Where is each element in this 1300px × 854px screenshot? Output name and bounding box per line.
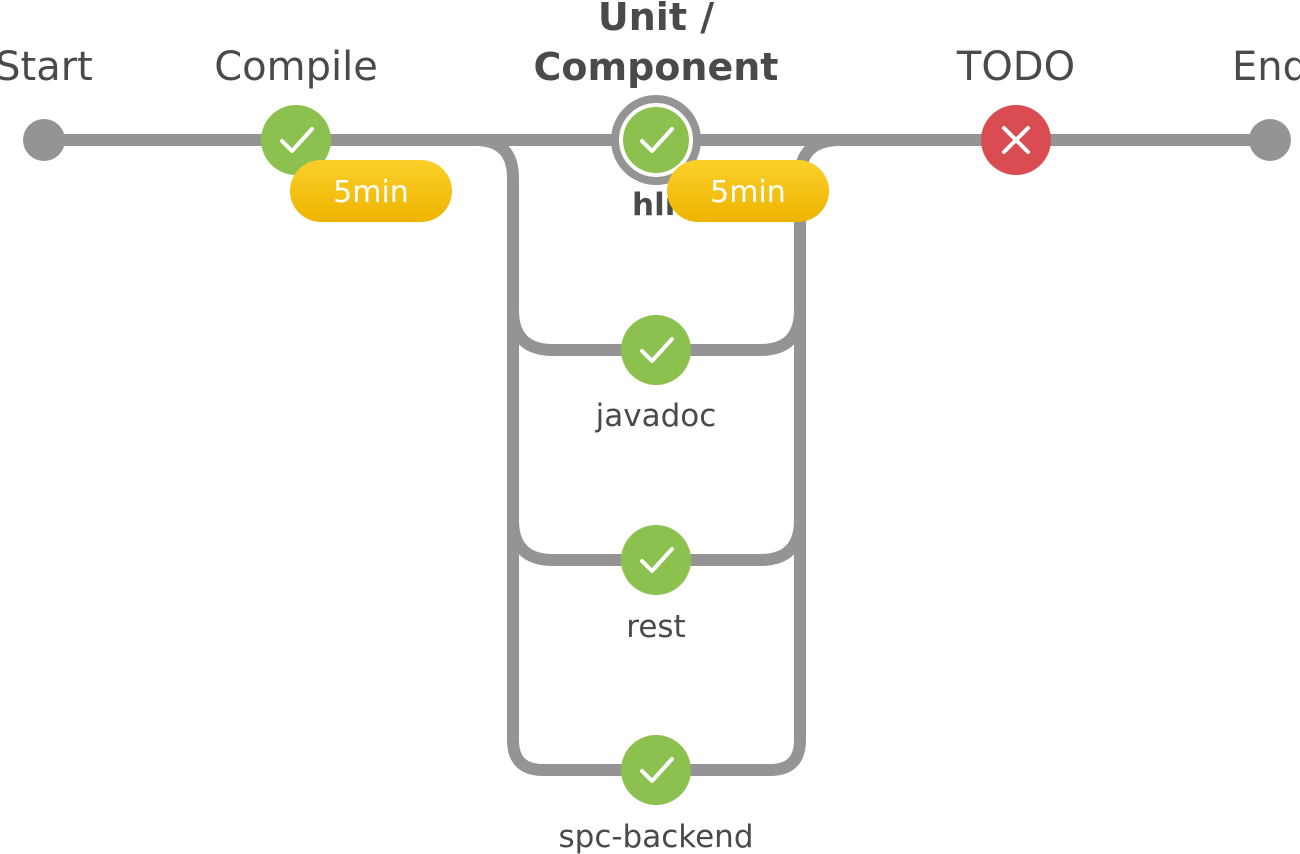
- branch-label-javadoc[interactable]: javadoc: [595, 398, 717, 434]
- check-icon: [640, 127, 674, 153]
- join-connector: [764, 134, 846, 776]
- start-node: [23, 119, 65, 161]
- stage-label-compile[interactable]: Compile: [214, 44, 378, 90]
- stage-node-compile[interactable]: [261, 105, 331, 175]
- check-icon: [640, 757, 674, 783]
- branch-node-javadoc[interactable]: [621, 315, 691, 385]
- check-icon: [640, 337, 674, 363]
- stage-node-todo[interactable]: [981, 105, 1051, 175]
- success-status-circle: [261, 105, 331, 175]
- success-status-circle: [621, 315, 691, 385]
- success-status-circle: [621, 525, 691, 595]
- badge-background: [667, 160, 829, 222]
- start-label: Start: [0, 44, 93, 90]
- branch-label-rest[interactable]: rest: [626, 609, 685, 645]
- end-node: [1249, 119, 1291, 161]
- duration-badge-compile: 5min: [290, 160, 452, 222]
- check-icon: [280, 127, 314, 153]
- join-connector-javadoc: [754, 304, 806, 356]
- badge-background: [290, 160, 452, 222]
- check-icon: [640, 547, 674, 573]
- end-label: End: [1232, 44, 1300, 90]
- stage-label-unit-line2[interactable]: Component: [534, 45, 779, 89]
- fork-connector-javadoc: [507, 304, 766, 356]
- pipeline-connectors: [38, 134, 1276, 776]
- fork-connector: [469, 134, 776, 776]
- fork-connector-rest: [507, 514, 766, 566]
- join-connector-rest: [754, 514, 806, 566]
- stage-node-unit-component[interactable]: [611, 95, 701, 185]
- success-status-circle: [623, 107, 689, 173]
- success-status-circle: [621, 735, 691, 805]
- branch-node-spc-backend[interactable]: [621, 735, 691, 805]
- branch-label-spc-backend[interactable]: spc-backend: [558, 819, 753, 854]
- cross-icon: [1002, 126, 1030, 154]
- stage-label-unit-line1[interactable]: Unit /: [598, 0, 714, 39]
- badge-duration-text: 5min: [333, 175, 409, 210]
- duration-badge-unit-component: 5min: [667, 160, 829, 222]
- branch-node-rest[interactable]: [621, 525, 691, 595]
- badge-duration-text: 5min: [710, 175, 786, 210]
- stage-label-todo[interactable]: TODO: [956, 44, 1075, 90]
